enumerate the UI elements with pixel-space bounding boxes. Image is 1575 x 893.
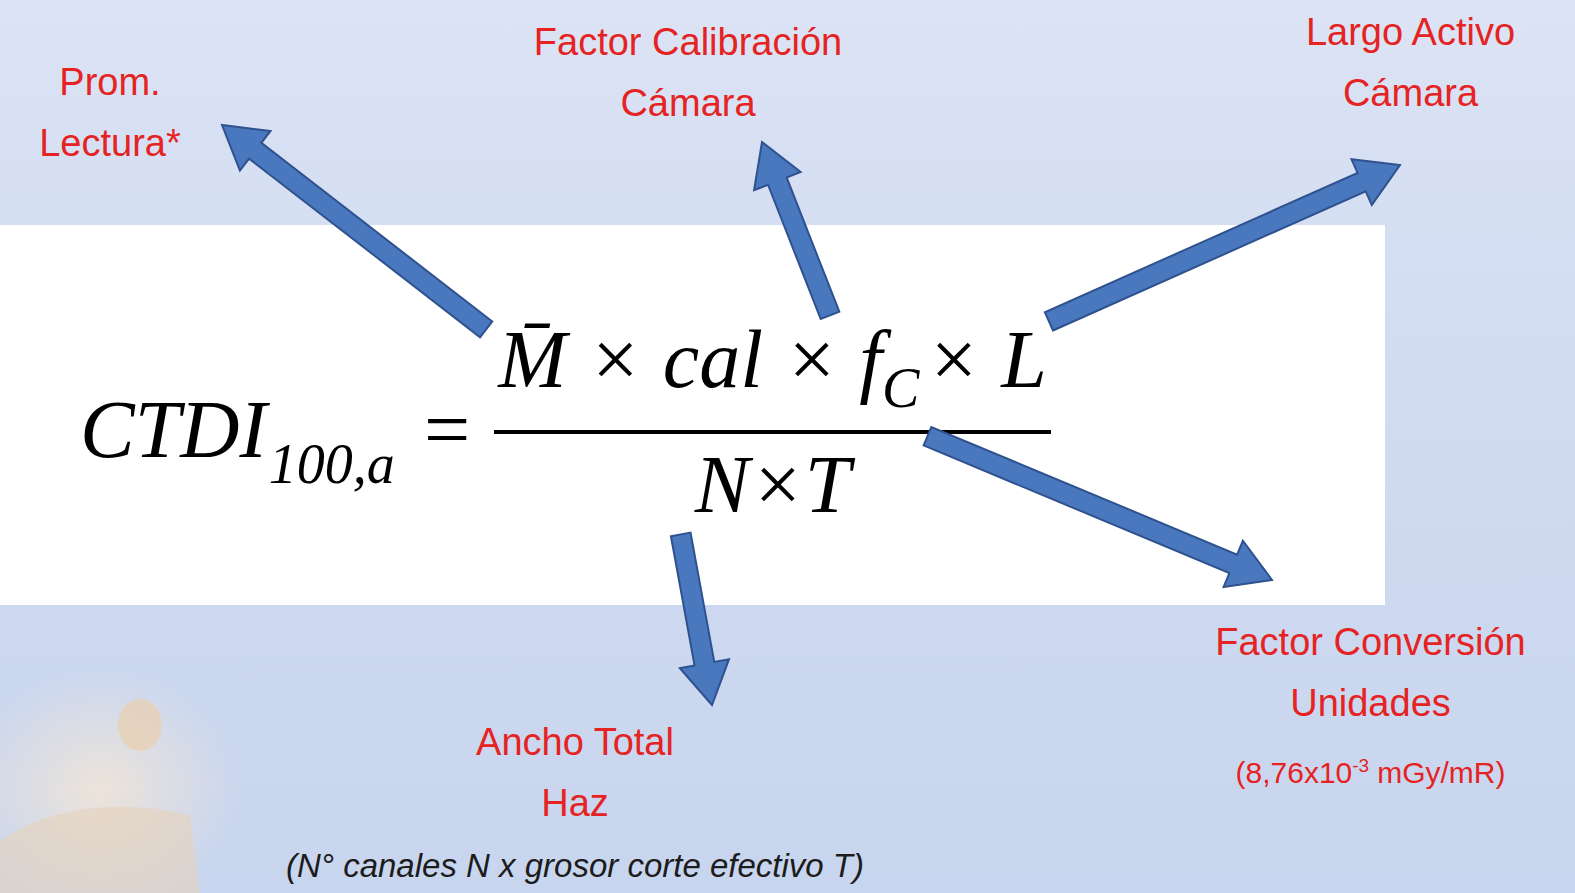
block-arrow bbox=[222, 125, 492, 337]
formula-equals: = bbox=[419, 389, 474, 471]
unit-line: (8,76x10-3 mGy/mR) bbox=[1178, 748, 1563, 791]
formula-denominator: N×T bbox=[695, 444, 851, 526]
exponent: -3 bbox=[1352, 755, 1369, 776]
part-label: Factor Calibración Cámara bbox=[478, 12, 898, 134]
block-arrow bbox=[924, 427, 1272, 587]
formula-subscript: C bbox=[882, 360, 919, 416]
part-label: Factor Conversión Unidades bbox=[1178, 612, 1563, 734]
part-label: Prom. Lectura* bbox=[5, 52, 215, 174]
part-label: Ancho Total Haz bbox=[445, 712, 705, 834]
formula-numerator: × L bbox=[925, 319, 1046, 401]
block-arrow bbox=[671, 533, 729, 705]
unit-text: (8,76x10 bbox=[1236, 756, 1353, 789]
formula-numerator: M̄ × cal × f bbox=[498, 319, 882, 401]
faded-photo bbox=[0, 807, 200, 893]
note-text: (N° canales N x grosor corte efectivo T) bbox=[190, 846, 960, 886]
part-label: Largo Activo Cámara bbox=[1268, 2, 1553, 124]
block-arrow bbox=[754, 142, 839, 319]
formula-symbol: CTDI bbox=[80, 389, 267, 471]
fraction-bar bbox=[494, 430, 1051, 434]
unit-text: mGy/mR) bbox=[1377, 756, 1505, 789]
formula-subscript: 100,a bbox=[269, 436, 395, 492]
block-arrow bbox=[1045, 159, 1400, 330]
faded-photo bbox=[0, 670, 240, 893]
faded-photo bbox=[118, 699, 162, 751]
